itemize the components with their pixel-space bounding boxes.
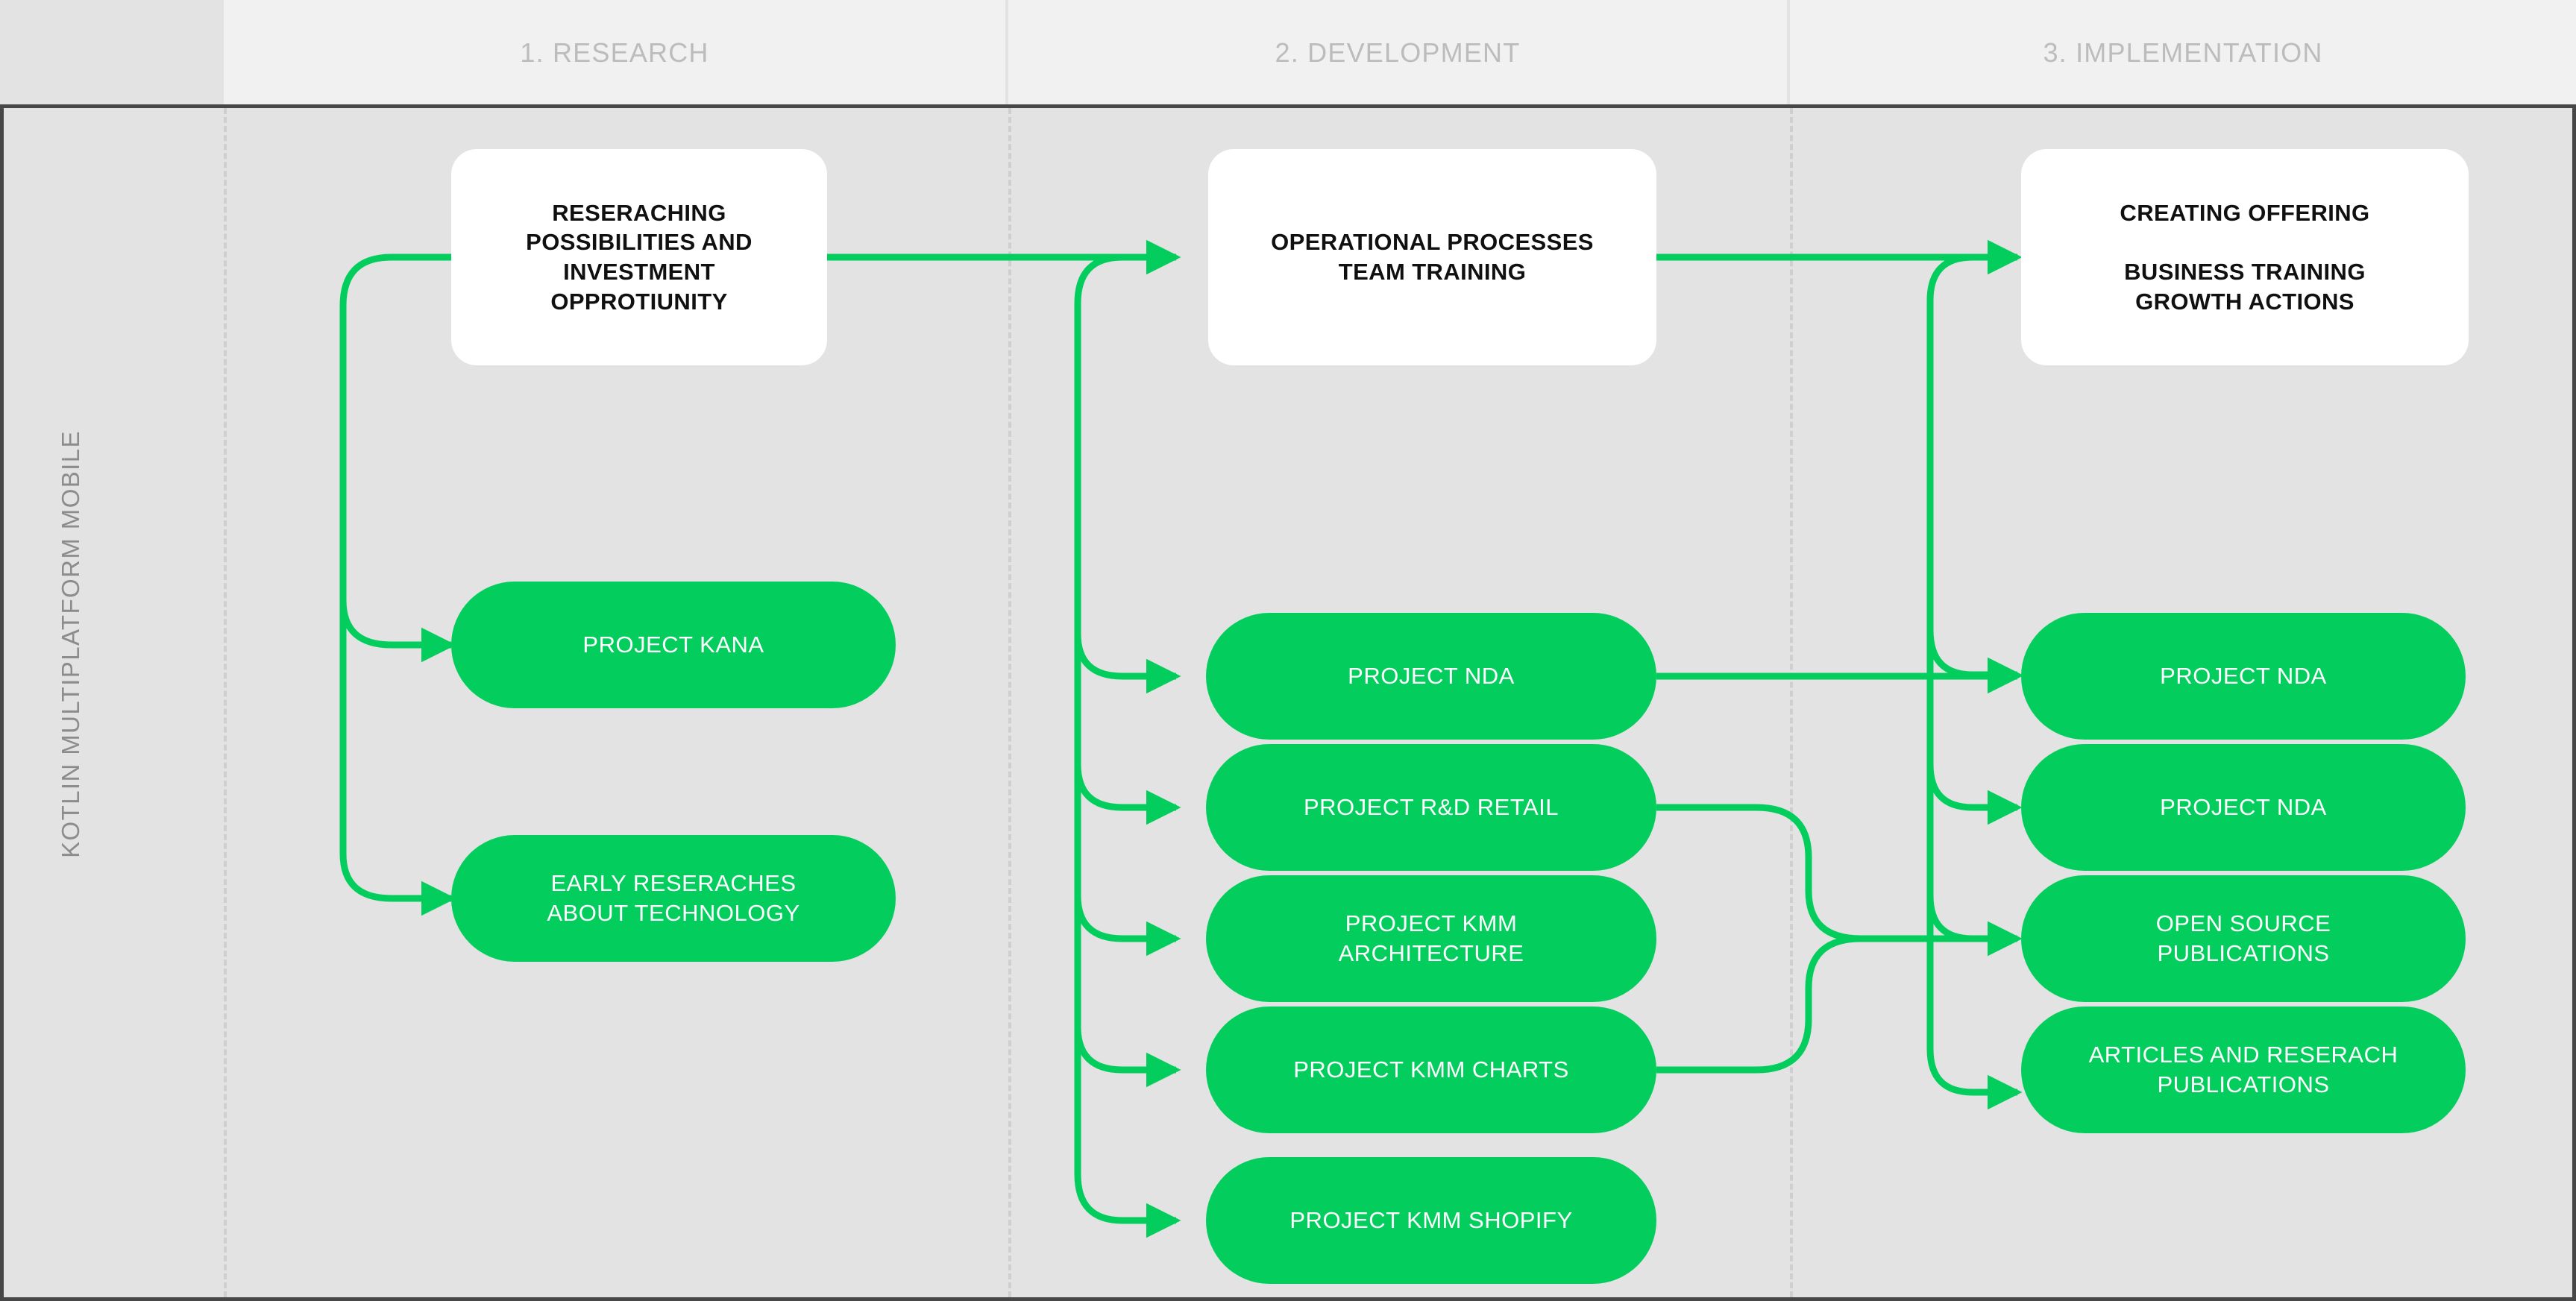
wire-research-trunk <box>339 253 451 902</box>
wire-dev-to-charts <box>1074 1026 1181 1088</box>
pill-development-2-label: PROJECT KMM ARCHITECTURE <box>1338 910 1524 966</box>
wire-rd-to-oss <box>1656 804 2023 957</box>
pill-research-0-label: PROJECT KANA <box>582 631 764 658</box>
phase-header-development: 2. DEVELOPMENT <box>1008 0 1787 106</box>
pill-implementation-0-label: PROJECT NDA <box>2160 663 2327 690</box>
diagram-canvas: KOTLIN MULTIPLATFORM MOBILE <box>0 108 2576 1301</box>
phase-header-research: 1. RESEARCH <box>224 0 1005 106</box>
pill-implementation-0[interactable]: PROJECT NDA <box>2021 613 2466 740</box>
phase-header-research-label: 1. RESEARCH <box>520 37 709 68</box>
pill-development-2[interactable]: PROJECT KMM ARCHITECTURE <box>1206 875 1656 1002</box>
pill-research-1[interactable]: EARLY RESERACHES ABOUT TECHNOLOGY <box>451 835 896 962</box>
pill-development-4[interactable]: PROJECT KMM SHOPIFY <box>1206 1157 1656 1284</box>
phase-header-development-label: 2. DEVELOPMENT <box>1275 37 1521 68</box>
card-development-label: OPERATIONAL PROCESSES TEAM TRAINING <box>1271 229 1594 285</box>
card-research-label: RESERACHING POSSIBILITIES AND INVESTMENT… <box>526 199 753 315</box>
connector-layer <box>339 239 2023 1238</box>
pill-implementation-1[interactable]: PROJECT NDA <box>2021 744 2466 871</box>
wire-dev-to-arch <box>1074 895 1181 957</box>
card-development[interactable]: OPERATIONAL PROCESSES TEAM TRAINING <box>1208 149 1656 365</box>
header-divider-rule <box>0 104 2576 108</box>
wire-dev-to-rd <box>1074 763 1181 825</box>
pill-implementation-2[interactable]: OPEN SOURCE PUBLICATIONS <box>2021 875 2466 1002</box>
wire-impl-to-nda2 <box>1926 763 2023 825</box>
pill-implementation-3[interactable]: ARTICLES AND RESERACH PUBLICATIONS <box>2021 1007 2466 1133</box>
pill-development-3[interactable]: PROJECT KMM CHARTS <box>1206 1007 1656 1133</box>
wire-impl-to-nda1 <box>1926 629 2023 693</box>
pill-development-0[interactable]: PROJECT NDA <box>1206 613 1656 740</box>
pill-development-3-label: PROJECT KMM CHARTS <box>1293 1056 1569 1083</box>
pill-development-0-label: PROJECT NDA <box>1348 663 1515 690</box>
pill-development-1-label: PROJECT R&D RETAIL <box>1303 794 1559 821</box>
phase-header-implementation-label: 3. IMPLEMENTATION <box>2043 37 2323 68</box>
pill-research-1-label: EARLY RESERACHES ABOUT TECHNOLOGY <box>547 870 800 926</box>
wire-impl-trunk <box>1926 253 2017 1096</box>
card-implementation-label: CREATING OFFERING BUSINESS TRAINING GROW… <box>2120 199 2370 315</box>
wire-impl-to-oss <box>1926 895 2023 957</box>
pill-implementation-3-label: ARTICLES AND RESERACH PUBLICATIONS <box>2088 1042 2398 1097</box>
column-divider-1 <box>224 108 227 1297</box>
pill-implementation-2-label: OPEN SOURCE PUBLICATIONS <box>2155 910 2331 966</box>
pill-research-0[interactable]: PROJECT KANA <box>451 582 896 708</box>
phase-header-bar: 1. RESEARCH 2. DEVELOPMENT 3. IMPLEMENTA… <box>0 0 2576 108</box>
card-implementation[interactable]: CREATING OFFERING BUSINESS TRAINING GROW… <box>2021 149 2469 365</box>
pill-development-4-label: PROJECT KMM SHOPIFY <box>1289 1207 1573 1234</box>
wire-dev-to-nda <box>1074 633 1181 694</box>
card-research[interactable]: RESERACHING POSSIBILITIES AND INVESTMENT… <box>451 149 827 365</box>
pill-implementation-1-label: PROJECT NDA <box>2160 794 2327 821</box>
phase-header-implementation: 3. IMPLEMENTATION <box>1790 0 2576 106</box>
pill-development-1[interactable]: PROJECT R&D RETAIL <box>1206 744 1656 871</box>
wire-dev-trunk <box>1074 253 1176 1224</box>
column-divider-3 <box>1790 108 1793 1297</box>
wire-research-to-kana <box>339 599 456 663</box>
header-corner-blank <box>0 0 224 106</box>
wire-charts-to-oss <box>1656 921 2023 1074</box>
column-divider-2 <box>1008 108 1011 1297</box>
